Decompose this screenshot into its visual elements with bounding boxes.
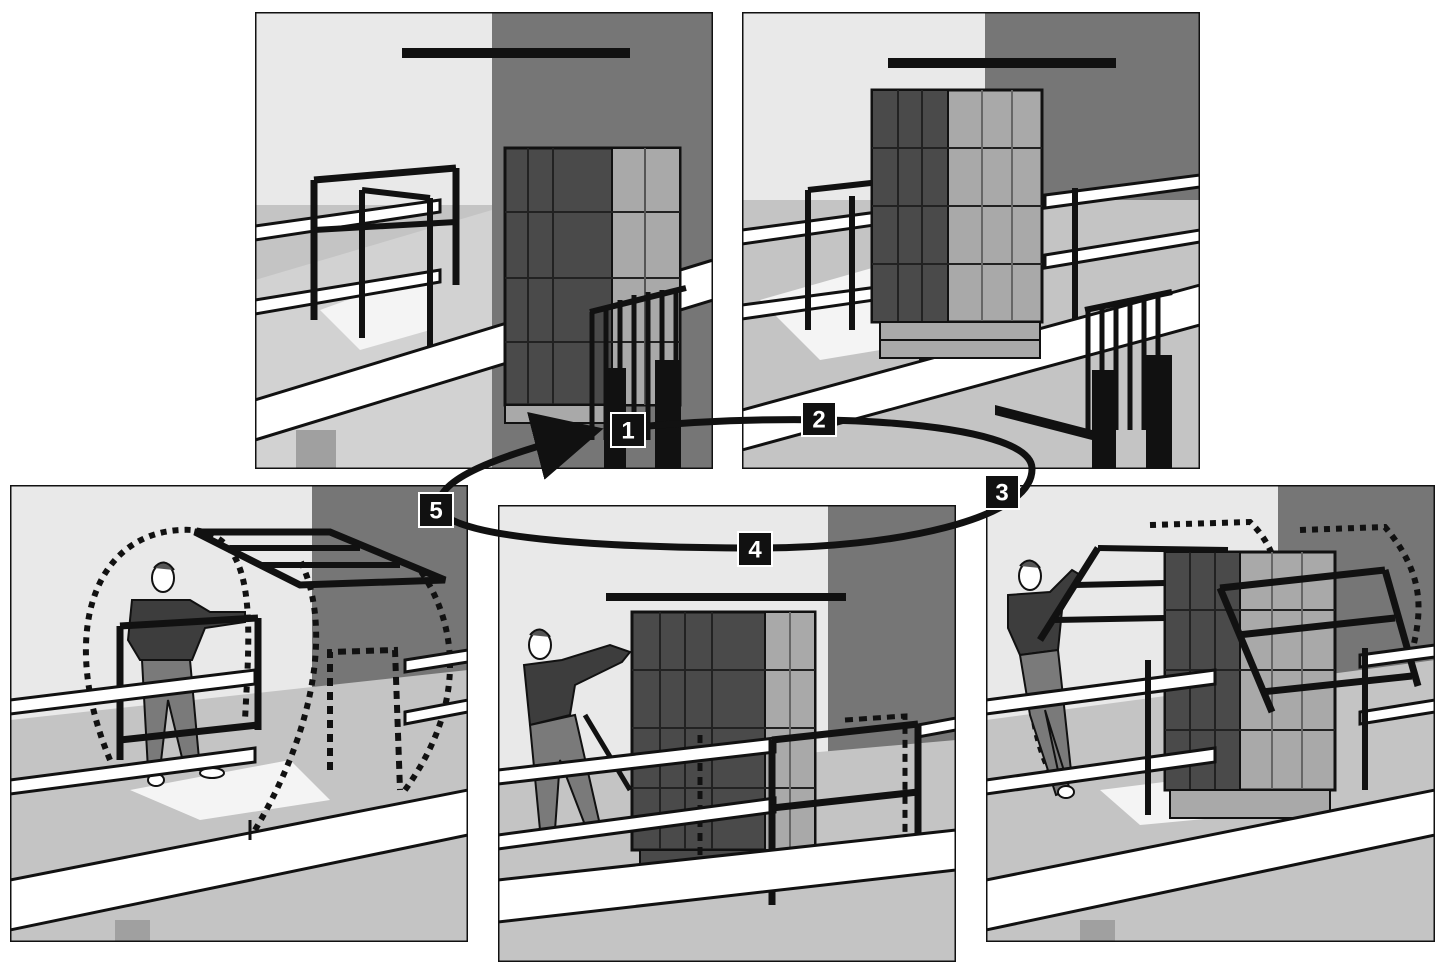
step-marker-5: 5	[419, 493, 453, 527]
step-number-1: 1	[621, 418, 634, 445]
step-number-4: 4	[748, 537, 762, 564]
panel-step-4	[498, 505, 956, 962]
step-marker-3: 3	[985, 475, 1019, 509]
step-marker-4: 4	[738, 532, 772, 566]
panel-step-3	[986, 485, 1435, 942]
panel-step-1	[255, 12, 713, 470]
step-marker-2: 2	[802, 402, 836, 436]
step-number-2: 2	[812, 407, 825, 434]
panel-step-5	[10, 485, 468, 942]
step-number-3: 3	[995, 480, 1008, 507]
panel-step-2	[742, 12, 1200, 469]
pallet-stack	[872, 90, 1042, 358]
step-marker-1: 1	[611, 413, 645, 447]
step-number-5: 5	[429, 498, 442, 525]
